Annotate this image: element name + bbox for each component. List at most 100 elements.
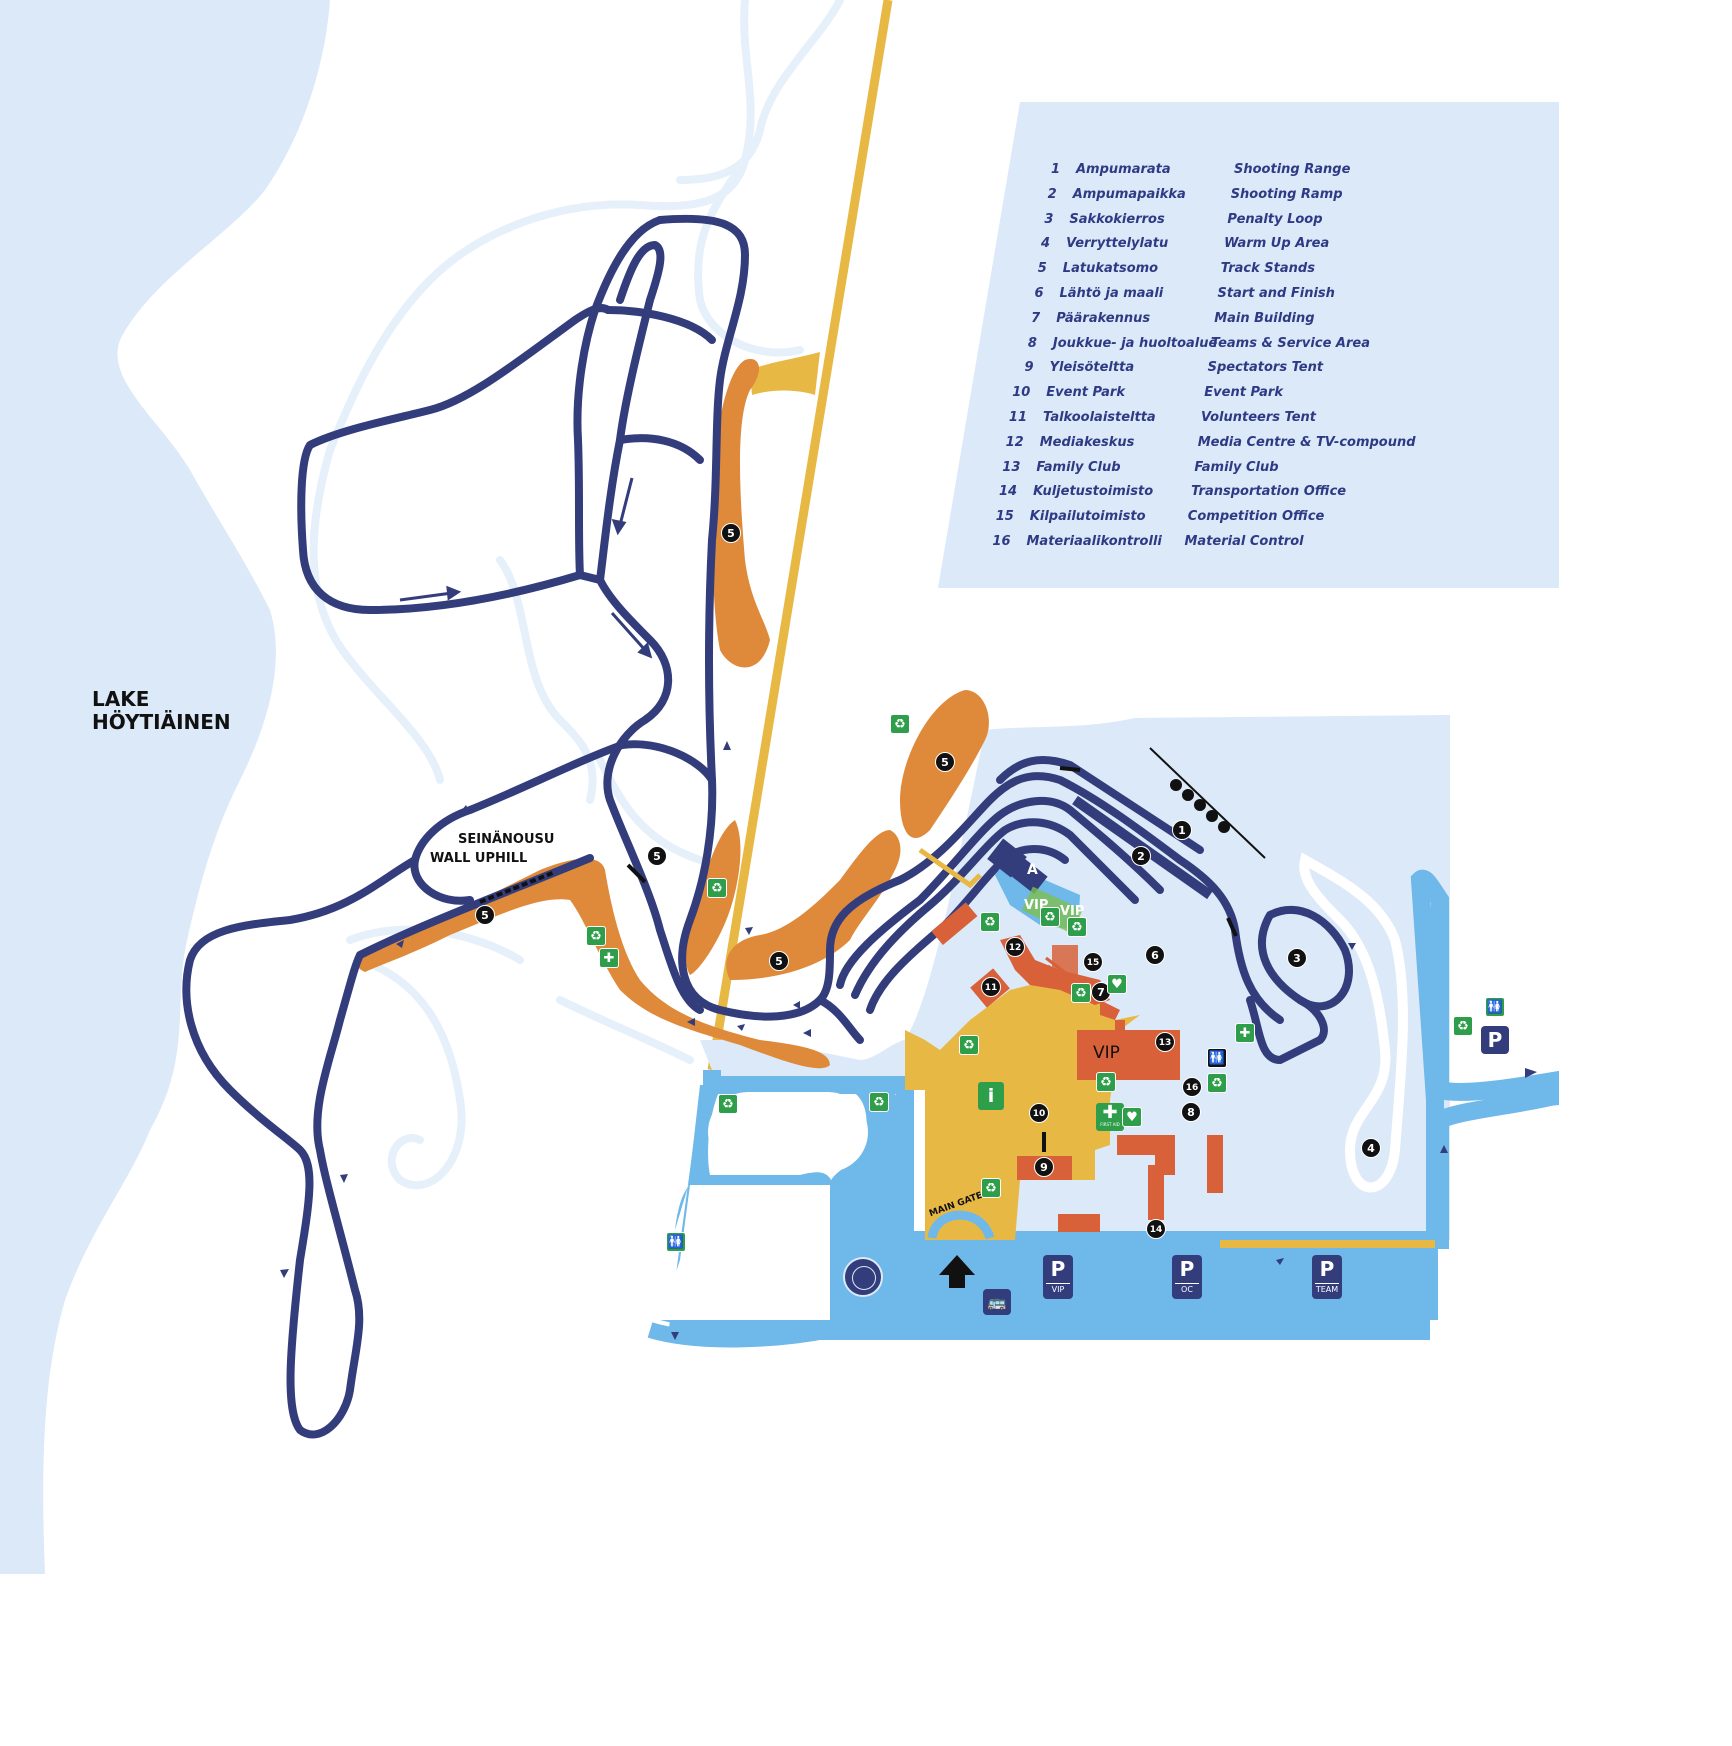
first-aid-label: FIRST AID	[1100, 1122, 1120, 1127]
first-aid-small-icon: ✚	[599, 948, 619, 968]
legend-finnish: Sakkokierros	[1069, 211, 1165, 227]
info-point: i	[978, 1082, 1004, 1110]
legend-number: 16	[992, 534, 1011, 549]
marker-5: 5	[769, 951, 789, 971]
first-aid-small-icon: ♥	[1122, 1107, 1142, 1127]
legend-finnish: Kilpailutoimisto	[1029, 509, 1146, 525]
marker-14: 14	[1146, 1219, 1166, 1239]
parking-team: P TEAM	[1312, 1255, 1342, 1299]
legend-number: 4	[1041, 236, 1051, 252]
team-road-strip	[1220, 1240, 1435, 1248]
marker-13: 13	[1155, 1032, 1175, 1052]
marker-9: 9	[1034, 1157, 1054, 1177]
legend-finnish: Ampumapaikka	[1072, 186, 1186, 202]
parking-vip: P VIP	[1043, 1255, 1073, 1299]
warmup-loop	[1299, 852, 1408, 1193]
legend-number: 2	[1047, 186, 1057, 202]
recycling-icon: ♻	[1071, 983, 1091, 1003]
marker-5: 5	[935, 752, 955, 772]
marker-11: 11	[981, 977, 1001, 997]
ski-tracks	[182, 214, 1353, 1439]
legend-finnish: Talkoolaisteltta	[1043, 410, 1156, 425]
legend-english: Transportation Office	[1191, 484, 1347, 500]
wall-uphill-fi: SEINÄNOUSU	[458, 832, 555, 847]
legend-finnish: Latukatsomo	[1062, 261, 1159, 277]
parking-vip-sub: VIP	[1046, 1283, 1070, 1296]
legend-number: 10	[1012, 385, 1031, 401]
legend-row: 16 Materiaalikontrolli Material Control	[989, 534, 1409, 556]
legend-number: 14	[999, 484, 1018, 500]
area-a-label: A	[1027, 862, 1038, 878]
parking-east: P	[1481, 1026, 1509, 1054]
venue-map	[0, 0, 1559, 1574]
legend-english: Start and Finish	[1217, 286, 1335, 301]
legend-english: Spectators Tent	[1207, 360, 1324, 376]
logo-inner-ring	[852, 1266, 876, 1290]
marker-2: 2	[1131, 846, 1151, 866]
stripes	[1045, 956, 1073, 986]
marker-3: 3	[1287, 948, 1307, 968]
main-gate-arch	[927, 1210, 995, 1240]
marker-1: 1	[1172, 820, 1192, 840]
marker-5: 5	[721, 523, 741, 543]
organizer-logo	[843, 1257, 883, 1297]
marker-6: 6	[1145, 945, 1165, 965]
legend-number: 13	[1002, 459, 1021, 475]
legend-english: Teams & Service Area	[1210, 335, 1370, 351]
parking-team-sub: TEAM	[1315, 1283, 1339, 1294]
lake-label: LAKE HÖYTIÄINEN	[92, 688, 231, 734]
marker-16: 16	[1182, 1077, 1202, 1097]
vip-tent-label-2: VIP	[1060, 904, 1085, 919]
stadium-path	[918, 847, 982, 889]
recycling-icon: ♻	[1040, 907, 1060, 927]
legend-finnish: Yleisöteltta	[1049, 360, 1135, 376]
legend-finnish: Event Park	[1046, 385, 1125, 401]
first-aid-small-icon: ✚	[1235, 1023, 1255, 1043]
track-long-arrows	[399, 477, 653, 659]
legend-english: Material Control	[1184, 534, 1304, 549]
recycling-icon: ♻	[718, 1094, 738, 1114]
recycling-icon: ♻	[1096, 1072, 1116, 1092]
parking-oc: P OC	[1172, 1255, 1202, 1299]
light-trails	[309, 0, 844, 1190]
parking-oc-symbol: P	[1179, 1257, 1195, 1281]
legend-number: 15	[995, 509, 1014, 525]
legend-number: 8	[1027, 335, 1037, 351]
first-aid-small-icon: ♥	[1107, 974, 1127, 994]
legend-number: 12	[1005, 434, 1024, 450]
legend-finnish: Joukkue- ja huoltoalue	[1052, 335, 1218, 351]
legend-english: Shooting Ramp	[1230, 186, 1343, 202]
info-icon: i	[987, 1085, 995, 1107]
vip-building-label: VIP	[1093, 1043, 1120, 1063]
marker-4: 4	[1361, 1138, 1381, 1158]
legend-english: Shooting Range	[1234, 162, 1351, 177]
recycling-icon: ♻	[1067, 917, 1087, 937]
legend-english: Competition Office	[1187, 509, 1325, 525]
recycling-icon: ♻	[1453, 1016, 1473, 1036]
buildings	[931, 838, 1223, 1232]
main-gate-arrow	[939, 1255, 975, 1288]
recycling-icon: ♻	[707, 878, 727, 898]
legend-finnish: Materiaalikontrolli	[1026, 534, 1162, 549]
legend-english: Track Stands	[1220, 261, 1315, 277]
legend-english: Volunteers Tent	[1201, 410, 1317, 425]
toilet-icon: 🚻	[1485, 997, 1505, 1017]
recycling-icon: ♻	[980, 912, 1000, 932]
legend-finnish: Lähtö ja maali	[1059, 286, 1164, 301]
marker-5: 5	[647, 846, 667, 866]
recycling-icon: ♻	[890, 714, 910, 734]
main-road	[707, 0, 893, 1071]
legend-number: 7	[1031, 310, 1041, 326]
legend-row: 2 Ampumapaikka Shooting Ramp	[1035, 187, 1455, 209]
